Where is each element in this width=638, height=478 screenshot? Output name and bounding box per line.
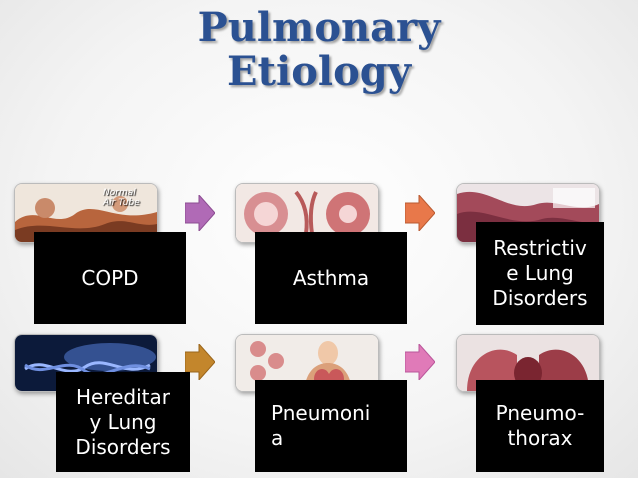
hereditary-lung-disorders-label: Hereditar y Lung Disorders bbox=[56, 372, 190, 472]
pneumothorax-label: Pneumo- thorax bbox=[476, 380, 604, 472]
normal-air-tube-caption: Normal Air Tube bbox=[103, 188, 140, 208]
restrictive-lung-disorders-label: Restrictiv e Lung Disorders bbox=[476, 222, 604, 325]
title-line-1: Pulmonary bbox=[197, 4, 441, 51]
copd-label: COPD bbox=[34, 232, 186, 324]
page-title: Pulmonary Etiology bbox=[0, 6, 638, 94]
arrow-pneumonia-to-pneumothorax bbox=[405, 344, 435, 380]
asthma-label: Asthma bbox=[255, 232, 407, 324]
arrow-copd-to-asthma bbox=[185, 195, 215, 231]
title-line-2: Etiology bbox=[227, 48, 411, 95]
pneumonia-label: Pneumoni a bbox=[255, 380, 407, 472]
arrow-asthma-to-restrictive bbox=[405, 195, 435, 231]
